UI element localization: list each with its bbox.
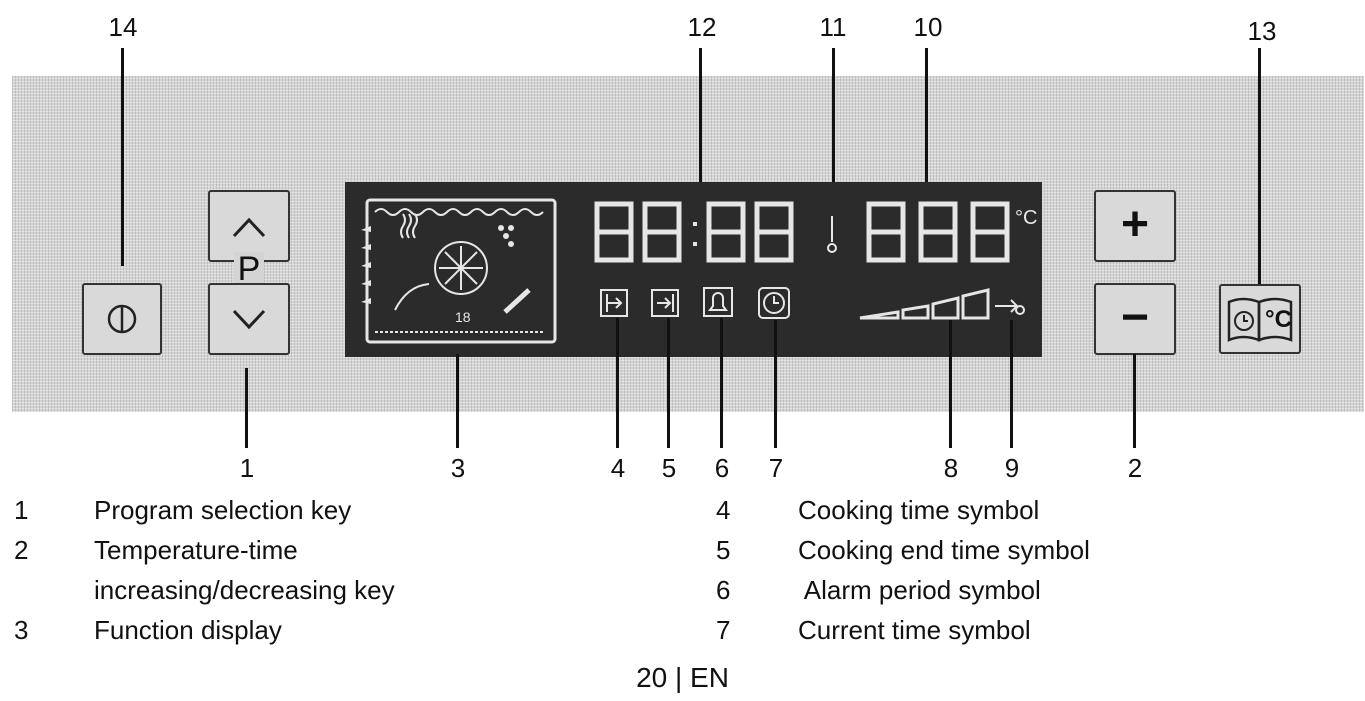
legend-num: 1 xyxy=(14,495,29,525)
minus-key[interactable]: − xyxy=(1094,283,1176,355)
leader-10 xyxy=(925,48,928,196)
callout-2: 2 xyxy=(1127,453,1143,483)
program-letter: P xyxy=(234,252,264,286)
temperature-unit: °C xyxy=(1015,207,1037,229)
callout-9: 9 xyxy=(1004,453,1020,483)
callout-7: 7 xyxy=(768,453,784,483)
legend-text: Temperature-time xyxy=(94,535,298,565)
leader-13 xyxy=(1258,48,1261,286)
callout-10: 10 xyxy=(913,12,943,42)
legend-num: 7 xyxy=(716,615,731,645)
leader-5 xyxy=(667,318,670,448)
fan-icon xyxy=(434,241,488,295)
celsius-symbol: °C xyxy=(1265,306,1292,333)
legend-num: 6 xyxy=(716,575,731,605)
cooking-end-time-icon xyxy=(651,289,679,317)
legend-num: 5 xyxy=(716,535,731,565)
on-off-key[interactable] xyxy=(82,283,162,355)
chevron-down-icon xyxy=(232,309,266,330)
cooking-time-icon xyxy=(600,289,628,317)
shelf-level-icons xyxy=(361,226,371,304)
leader-3 xyxy=(456,354,459,448)
callout-4: 4 xyxy=(610,453,626,483)
clock-book-icon xyxy=(1227,297,1293,342)
leader-8 xyxy=(949,320,952,448)
callout-5: 5 xyxy=(661,453,677,483)
oven-function-frame xyxy=(365,198,557,344)
legend-num: 3 xyxy=(14,615,29,645)
leader-7 xyxy=(774,320,777,448)
leader-9 xyxy=(1010,320,1013,448)
legend-text: Cooking end time symbol xyxy=(798,535,1090,565)
bottom-heat-icon xyxy=(503,288,531,314)
callout-8: 8 xyxy=(943,453,959,483)
callout-13: 13 xyxy=(1247,16,1277,46)
legend-left: 1 Program selection key 2 Temperature-ti… xyxy=(14,494,574,658)
chevron-up-icon xyxy=(232,217,266,238)
display-graphics: 18 °C xyxy=(361,198,1037,344)
grill-icon xyxy=(394,283,430,311)
legend-num: 2 xyxy=(14,535,29,565)
legend-text: Function display xyxy=(94,615,282,645)
callout-11: 11 xyxy=(819,12,847,42)
plus-key[interactable]: + xyxy=(1094,190,1176,262)
legend-num: 4 xyxy=(716,495,731,525)
legend-text: increasing/decreasing key xyxy=(94,575,395,605)
leader-11 xyxy=(832,48,835,216)
callout-3: 3 xyxy=(450,453,466,483)
legend-text: Cooking time symbol xyxy=(798,495,1040,525)
heat-up-indicator xyxy=(859,288,990,320)
power-icon xyxy=(107,304,137,334)
page-footer: 20 | EN xyxy=(636,662,729,693)
thermometer-icon xyxy=(827,216,837,253)
time-colon xyxy=(693,222,697,246)
leader-2 xyxy=(1133,354,1136,448)
callout-14: 14 xyxy=(108,12,138,42)
top-heat-icon xyxy=(400,213,418,239)
leader-12 xyxy=(699,48,702,196)
legend-text: Alarm period symbol xyxy=(798,575,1041,605)
rack-level-number: 18 xyxy=(455,309,471,325)
alarm-bell-icon xyxy=(703,287,733,317)
legend-right: 4 Cooking time symbol 5 Cooking end time… xyxy=(716,494,1216,658)
function-display: 18 °C xyxy=(345,182,1042,357)
callout-1: 1 xyxy=(239,453,255,483)
callout-6: 6 xyxy=(714,453,730,483)
program-down-key[interactable] xyxy=(208,283,290,355)
clock-temperature-key[interactable]: °C xyxy=(1219,284,1301,354)
leader-4 xyxy=(616,318,619,448)
leader-14 xyxy=(121,48,124,266)
legend-text: Current time symbol xyxy=(798,615,1031,645)
leader-6 xyxy=(720,318,723,448)
temperature-digits xyxy=(866,201,1010,263)
legend-text: Program selection key xyxy=(94,495,352,525)
defrost-icon xyxy=(498,225,514,247)
time-digits xyxy=(594,201,794,263)
leader-1 xyxy=(245,368,248,448)
fast-heat-icon xyxy=(995,299,1025,315)
clock-icon xyxy=(758,287,790,319)
callout-12: 12 xyxy=(687,12,717,42)
